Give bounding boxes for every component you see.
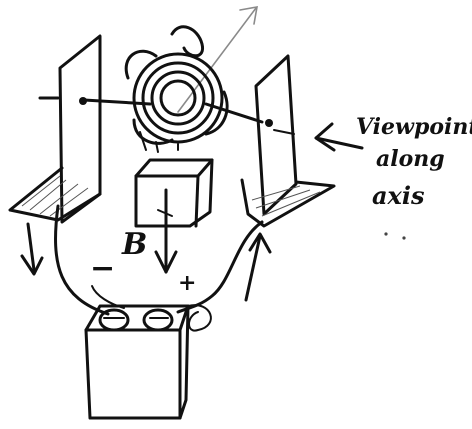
rotor-coil (126, 27, 227, 152)
field-label: B (121, 227, 147, 262)
annotation-line-2: along (376, 146, 445, 172)
annotation-line-3: axis (372, 181, 425, 210)
battery (86, 305, 211, 418)
annotation-line-1: Viewpoint (356, 114, 472, 140)
left-bracket (10, 36, 100, 222)
right-current-arrow (246, 234, 270, 300)
axle (84, 100, 262, 122)
rotation-axis-arrow (178, 7, 257, 112)
plus-sign: + (178, 270, 196, 296)
minus-sign: − (90, 251, 115, 286)
magnet-block (136, 160, 212, 272)
left-current-arrow (22, 224, 42, 274)
viewpoint-annotation: Viewpoint along axis (356, 114, 472, 240)
